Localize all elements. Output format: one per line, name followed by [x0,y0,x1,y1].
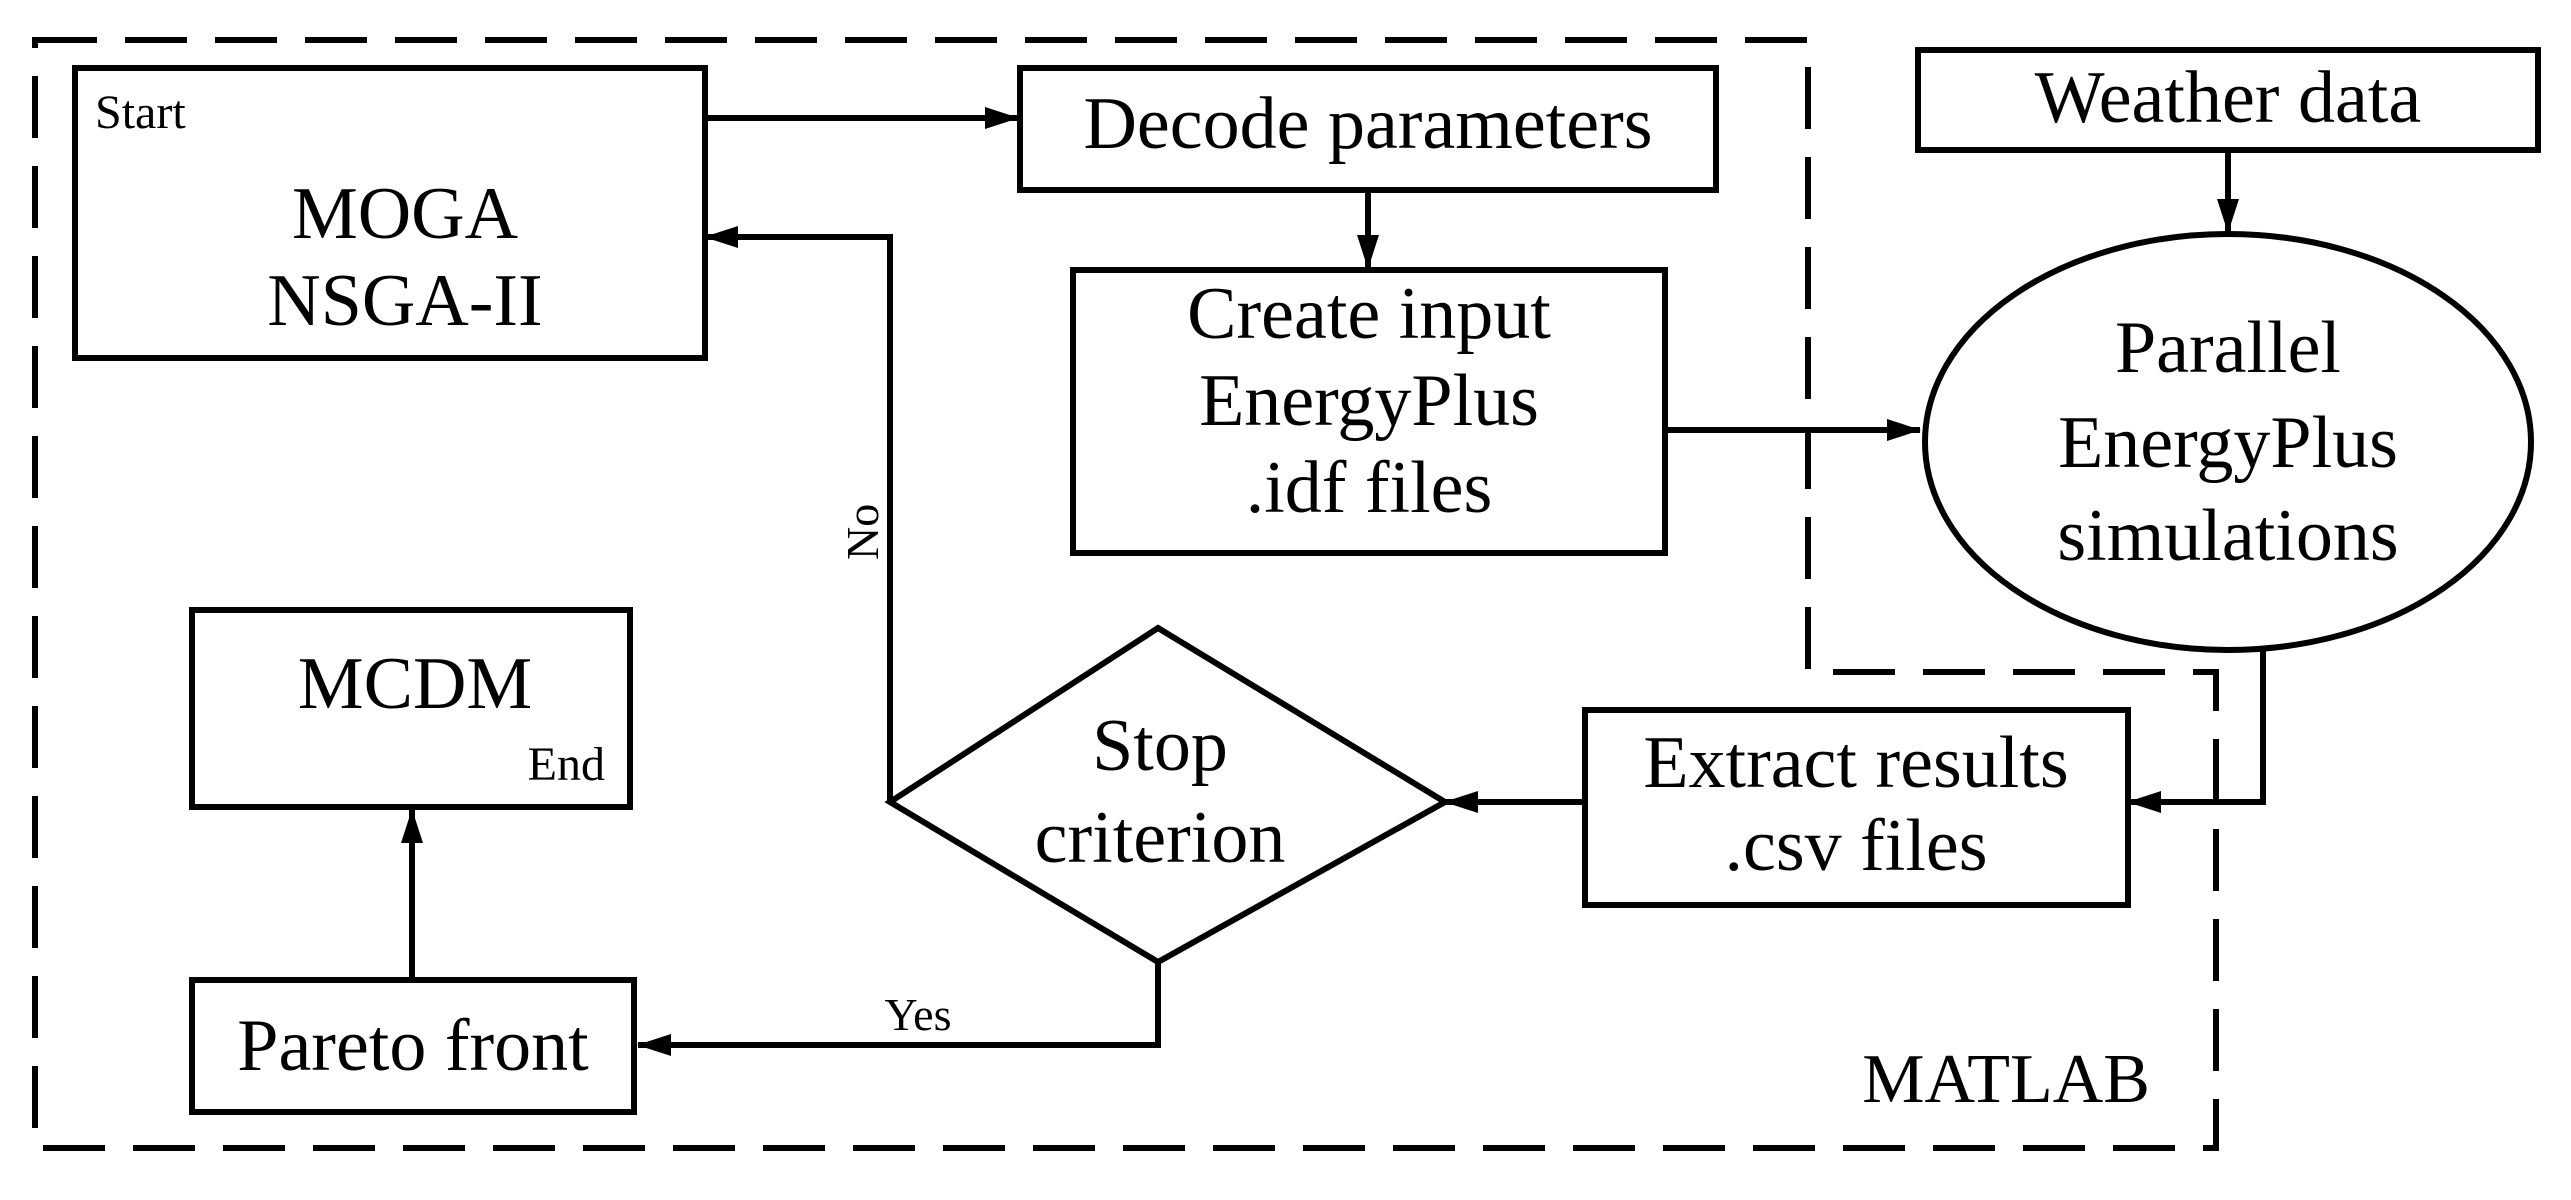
create-input-line-1: Create input [1187,273,1551,355]
moga-line-2: NSGA-II [267,260,542,342]
moga-line-1: MOGA [292,173,518,255]
arrow-parallel-to-extract [2127,650,2266,813]
start-label: Start [95,86,186,139]
parallel-line-2: EnergyPlus [2058,402,2398,484]
arrow-stop-yes-to-pareto [637,962,1161,1056]
extract-results-node: Extract results .csv files [1582,707,2131,908]
end-label: End [528,738,605,791]
pareto-label: Pareto front [237,1005,589,1087]
create-input-line-3: .idf files [1246,447,1493,529]
create-input-line-2: EnergyPlus [1199,360,1539,442]
stop-line-1: Stop [1092,705,1228,787]
mcdm-label: MCDM [298,643,532,725]
matlab-region-label: MATLAB [1862,1041,2150,1118]
yes-edge-label: Yes [885,989,952,1040]
matlab-region-boundary [32,37,2219,1151]
decode-label: Decode parameters [1083,83,1652,165]
extract-line-2: .csv files [1724,805,1987,887]
moga-node: Start MOGA NSGA-II [72,65,708,361]
decode-parameters-node: Decode parameters [1017,65,1719,193]
stop-criterion-node: Stop criterion [884,624,1451,966]
stop-line-2: criterion [1035,797,1286,879]
parallel-line-3: simulations [2057,495,2398,577]
no-edge-label: No [837,504,888,560]
create-input-node: Create input EnergyPlus .idf files [1070,267,1668,556]
mcdm-node: MCDM End [189,607,633,810]
weather-label: Weather data [2035,57,2421,139]
weather-data-node: Weather data [1915,47,2541,153]
pareto-front-node: Pareto front [189,977,637,1115]
parallel-simulations-node: Parallel EnergyPlus simulations [1922,231,2534,653]
arrow-stop-no-to-moga [704,226,893,802]
extract-line-1: Extract results [1643,722,2068,804]
parallel-line-1: Parallel [2115,307,2341,389]
